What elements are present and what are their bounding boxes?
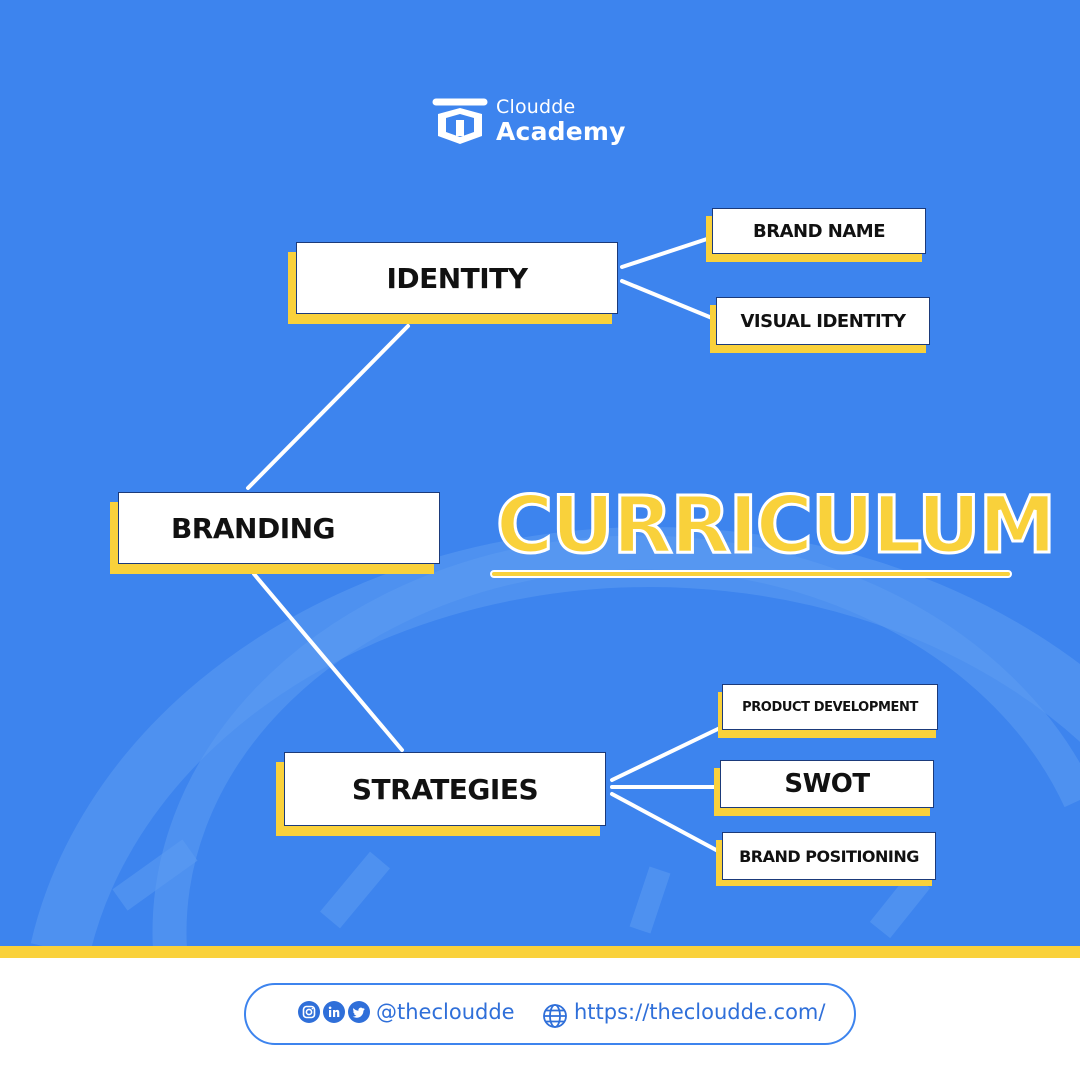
node-identity: IDENTITY: [288, 242, 618, 324]
node-swot-label: SWOT: [784, 769, 870, 799]
cloudde-academy-logo: Cloudde Academy: [432, 96, 626, 146]
footer-yellow-stripe: [0, 946, 1080, 958]
twitter-icon[interactable]: [348, 1001, 370, 1023]
instagram-icon[interactable]: [298, 1001, 320, 1023]
curriculum-title: CURRICULUM: [490, 478, 1058, 578]
cloudde-logo-icon: [432, 98, 488, 144]
node-swot: SWOT: [714, 760, 934, 816]
website-link[interactable]: https://thecloudde.com/: [574, 1000, 826, 1024]
node-visual-identity-label: VISUAL IDENTITY: [740, 310, 906, 332]
curriculum-title-text: CURRICULUM: [494, 480, 1057, 573]
globe-icon: [543, 1004, 567, 1028]
node-visual-identity: VISUAL IDENTITY: [710, 297, 930, 353]
node-brand-positioning: BRAND POSITIONING: [716, 832, 936, 886]
curriculum-title-underline: [490, 570, 1012, 578]
logo-text-academy: Academy: [496, 117, 626, 146]
node-identity-label: IDENTITY: [386, 261, 528, 295]
node-brand-positioning-label: BRAND POSITIONING: [739, 846, 919, 866]
node-branding: BRANDING: [110, 492, 440, 574]
node-strategies: STRATEGIES: [276, 752, 606, 836]
footer-contact-pill: @thecloudde https://thecloudde.com/: [244, 983, 856, 1045]
node-branding-label: BRANDING: [170, 511, 336, 545]
node-product-development: PRODUCT DEVELOPMENT: [718, 684, 938, 738]
node-brand-name-label: BRAND NAME: [753, 220, 886, 242]
footer-bar: [0, 958, 1080, 1080]
logo-text-cloudde: Cloudde: [496, 96, 576, 118]
social-icons: [298, 1001, 370, 1023]
node-strategies-label: STRATEGIES: [351, 772, 539, 806]
linkedin-icon[interactable]: [323, 1001, 345, 1023]
social-handle[interactable]: @thecloudde: [376, 1000, 515, 1024]
node-product-development-label: PRODUCT DEVELOPMENT: [742, 699, 918, 715]
node-brand-name: BRAND NAME: [706, 208, 926, 262]
background-globe-decoration: [30, 527, 1080, 950]
